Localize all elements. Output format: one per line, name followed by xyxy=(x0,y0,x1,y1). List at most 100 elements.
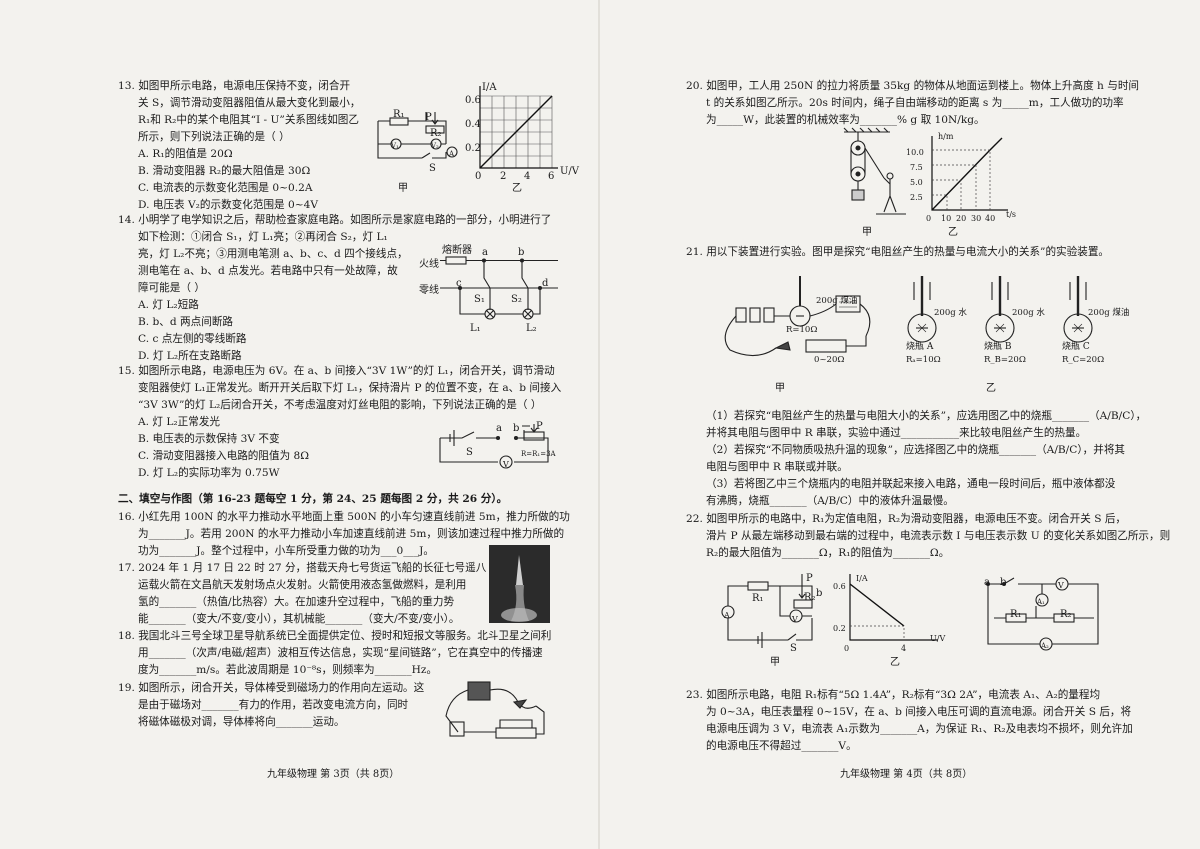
q23-voltmeter-label: V xyxy=(1058,581,1064,590)
q13-option-a[interactable]: A. R₁的阻值是 20Ω xyxy=(138,148,233,160)
q18-line-3[interactable]: 度为_______m/s。若此波周期是 10⁻⁸s，则频率为_______Hz。 xyxy=(138,664,438,676)
q15-option-b[interactable]: B. 电压表的示数保持 3V 不变 xyxy=(138,433,280,445)
q23-line-2: 为 0~3A，电压表量程 0~15V，在 a、b 间接入电压可调的直流电源。闭合… xyxy=(706,706,1132,718)
q14-option-d[interactable]: D. 灯 L₂所在支路断路 xyxy=(138,350,242,362)
q13-option-d[interactable]: D. 电压表 V₂的示数变化范围是 0~4V xyxy=(138,199,319,211)
q21-part1-line-2[interactable]: 并将其电阻与图甲中 R 串联，实验中通过___________来比较电阻丝产生的… xyxy=(706,427,1087,439)
q23-a2-label: A₂ xyxy=(1041,642,1049,650)
q18-line-2[interactable]: 用_______（次声/电磁/超声）波相互传达信息，实现“星间链路”，它在真空中… xyxy=(138,647,543,659)
q14-line-1: 14. 小明学了电学知识之后，帮助检查家庭电路。如图所示是家庭电路的一部分，小明… xyxy=(118,214,552,226)
q13-fig-yi: 乙 xyxy=(512,183,522,194)
q15-option-a[interactable]: A. 灯 L₂正常发光 xyxy=(138,416,221,428)
q13-v1-label: V₁ xyxy=(391,142,399,150)
q13-line-4: 所示，则下列说法正确的是（ ） xyxy=(138,131,290,143)
q21-part3-line-2[interactable]: 有沸腾，烧瓶_______（A/B/C）中的液体升温最慢。 xyxy=(706,495,954,507)
q23-line-3[interactable]: 电源电压调为 3 V，电流表 A₁示数为_______A，为保证 R₁、R₂及电… xyxy=(706,723,1133,735)
q21-line-1: 21. 用以下装置进行实验。图甲是探究“电阻丝产生的热量与电流大小的关系”的实验… xyxy=(686,246,1110,258)
q22-fig-jia: 甲 xyxy=(770,657,780,668)
q22-r1-label: R₁ xyxy=(752,593,764,604)
q21-flask-a-name: 烧瓶 A xyxy=(906,342,934,352)
q21-flask-c-liquid: 200g 煤油 xyxy=(1088,308,1130,318)
q21-rheostat-label: 0~20Ω xyxy=(814,355,845,365)
q21-flask-a-liquid: 200g 水 xyxy=(934,308,967,318)
q14-line-4: 测电笔在 a、b、d 点发光。若电路中只有一处故障，故 xyxy=(138,265,398,277)
q13-circuit-diagram xyxy=(376,104,468,170)
q20-h-t-graph xyxy=(918,134,1010,218)
q20-line-3[interactable]: 为_____W，此装置的机械效率为_______% g 取 10N/kg。 xyxy=(706,114,985,126)
q22-graph-y-label: I/A xyxy=(856,574,868,583)
q13-option-b[interactable]: B. 滑动变阻器 R₂的最大阻值是 30Ω xyxy=(138,165,311,177)
q13-graph-x-tick-3: 4 xyxy=(524,171,531,182)
q22-graph-y-tick-1: 0.6 xyxy=(833,582,846,591)
left-page-footer: 九年级物理 第 3页（共 8页） xyxy=(267,769,400,780)
q22-s-label: S xyxy=(790,643,797,654)
q22-line-3[interactable]: R₂的最大阻值为_______Ω，R₁的阻值为_______Ω。 xyxy=(706,547,950,559)
q19-line-2[interactable]: 是由于磁场对_______有力的作用，若改变电流方向，同时 xyxy=(138,699,409,711)
q20-graph-y-tick-2: 7.5 xyxy=(910,163,923,172)
q20-graph-x-tick-2: 10 xyxy=(941,214,952,223)
q15-point-b: b xyxy=(513,423,520,434)
q17-line-3[interactable]: 氢的_______（热值/比热容）大。在加速升空过程中，飞船的重力势 xyxy=(138,596,455,608)
q17-rocket-launch-photo xyxy=(489,545,550,623)
q22-graph-x-tick-2: 4 xyxy=(901,644,907,653)
q17-line-1: 17. 2024 年 1 月 17 日 22 时 27 分，搭载天舟七号货运飞船… xyxy=(118,562,487,574)
q20-fig-yi: 乙 xyxy=(948,227,958,238)
q21-oil-label: 200g 煤油 xyxy=(816,296,858,306)
q21-apparatus-jia xyxy=(716,276,886,368)
q13-line-2: 关 S，调节滑动变阻器阻值从最大变化到最小， xyxy=(138,97,361,109)
q19-motor-apparatus xyxy=(440,676,552,748)
q15-option-c[interactable]: C. 滑动变阻器接入电路的阻值为 8Ω xyxy=(138,450,310,462)
q16-line-3[interactable]: 功为_______J。整个过程中，小车所受重力做的功为___0___J。 xyxy=(138,545,434,557)
q21-flask-a xyxy=(894,276,954,350)
q15-option-d[interactable]: D. 灯 L₂的实际功率为 0.75W xyxy=(138,467,280,479)
q23-point-b: b xyxy=(1000,577,1007,588)
q14-live-wire-label: 火线 xyxy=(419,259,439,270)
q20-fig-jia: 甲 xyxy=(862,227,872,238)
q14-point-b: b xyxy=(518,247,525,258)
q14-household-circuit xyxy=(440,252,560,324)
q21-flask-b xyxy=(972,276,1032,350)
q13-option-c[interactable]: C. 电流表的示数变化范围是 0~0.2A xyxy=(138,182,313,194)
q15-circuit-diagram xyxy=(438,418,558,480)
q19-line-3[interactable]: 将磁体磁极对调，导体棒将向_______运动。 xyxy=(138,716,345,728)
q13-graph-y-tick-3: 0.2 xyxy=(465,143,481,154)
q18-line-1: 18. 我国北斗三号全球卫星导航系统已全面提供定位、授时和短报文等服务。北斗卫星… xyxy=(118,630,552,642)
q22-r2-label: R₂ xyxy=(804,592,816,603)
q15-line-1: 15. 如图所示电路，电源电压为 6V。在 a、b 间接入“3V 1W”的灯 L… xyxy=(118,365,555,377)
q20-line-2[interactable]: t 的关系如图乙所示。20s 时间内，绳子自由端移动的距离 s 为_____m，… xyxy=(706,97,1124,109)
q14-option-c[interactable]: C. c 点左侧的零线断路 xyxy=(138,333,247,345)
q13-graph-x-tick-2: 2 xyxy=(500,171,507,182)
q13-graph-y-tick-2: 0.4 xyxy=(465,119,481,130)
q23-line-1: 23. 如图所示电路，电阻 R₁标有“5Ω 1.4A”，R₂标有“3Ω 2A”，… xyxy=(686,689,1101,701)
q14-point-a: a xyxy=(482,247,488,258)
q21-part1-line-1[interactable]: （1）若探究“电阻丝产生的热量与电阻大小的关系”，应选用图乙中的烧瓶______… xyxy=(706,410,1147,422)
q13-graph-x-label: U/V xyxy=(560,166,580,177)
q21-part2-line-1[interactable]: （2）若探究“不同物质吸热升温的现象”，应选择图乙中的烧瓶_______（A/B… xyxy=(706,444,1126,456)
q13-p-label: P xyxy=(425,112,432,123)
q13-graph-x-tick-4: 6 xyxy=(548,171,555,182)
q15-v-label: V xyxy=(503,460,509,469)
q21-fig-jia: 甲 xyxy=(775,383,785,394)
q22-line-2: 滑片 P 从最左端移动到最右端的过程中，电流表示数 I 与电压表示数 U 的变化… xyxy=(706,530,1171,542)
q20-graph-x-tick-5: 40 xyxy=(985,214,996,223)
q22-p-label: P xyxy=(806,573,813,584)
q16-line-2[interactable]: 为_______J。若用 200N 的水平力推动小车加速直线前进 5m，则该加速… xyxy=(138,528,565,540)
q22-b-label: b xyxy=(816,588,823,599)
q21-flask-c xyxy=(1050,276,1110,350)
q14-point-c: c xyxy=(456,278,462,289)
q19-line-1: 19. 如图所示，闭合开关，导体棒受到磁场力的作用向左运动。这 xyxy=(118,682,425,694)
q21-part2-line-2: 电阻与图甲中 R 串联或并联。 xyxy=(706,461,848,473)
q21-flask-c-r: R_C=20Ω xyxy=(1062,355,1105,365)
q20-graph-y-label: h/m xyxy=(938,132,954,141)
q14-option-b[interactable]: B. b、d 两点间断路 xyxy=(138,316,234,328)
q14-l1-label: L₁ xyxy=(470,323,481,334)
q14-option-a[interactable]: A. 灯 L₂短路 xyxy=(138,299,199,311)
q13-graph-y-tick-1: 0.6 xyxy=(465,95,481,106)
q22-iu-graph xyxy=(844,574,940,646)
q14-s2-label: S₂ xyxy=(511,294,522,305)
q23-line-4[interactable]: 的电源电压不得超过_______V。 xyxy=(706,740,857,752)
q20-line-1: 20. 如图甲，工人用 250N 的拉力将质量 35kg 的物体从地面运到楼上。… xyxy=(686,80,1140,92)
q17-line-4[interactable]: 能_______（变大/不变/变小），其机械能_______（变大/不变/变小）… xyxy=(138,613,460,625)
q14-line-3: 亮，灯 L₂不亮；③用测电笔测 a、b、c、d 四个接线点， xyxy=(138,248,408,260)
q21-flask-c-name: 烧瓶 C xyxy=(1062,342,1090,352)
